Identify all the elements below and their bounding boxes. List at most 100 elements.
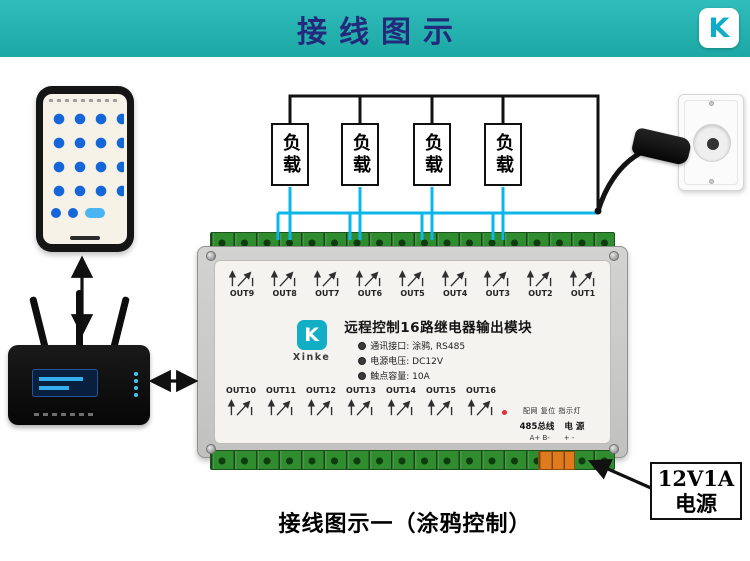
relay-contact-icon xyxy=(347,399,372,416)
live-wires xyxy=(288,94,600,211)
load-box: 负载 xyxy=(484,123,522,186)
output-label: OUT14 xyxy=(386,386,416,395)
relay-output: OUT1 xyxy=(562,266,604,313)
bus-pins: A+ B- xyxy=(529,434,550,442)
relay-contact-icon xyxy=(441,270,466,287)
relay-module: OUT9 OUT8 xyxy=(197,230,628,472)
relay-contact-icon xyxy=(483,270,509,287)
router-antenna-icon xyxy=(76,290,83,348)
toggle-icon xyxy=(85,208,105,218)
relay-output: OUT6 xyxy=(349,266,391,313)
relay-contact-icon xyxy=(270,270,296,287)
output-label: OUT2 xyxy=(528,289,553,298)
led-icon xyxy=(134,386,138,390)
router-leds xyxy=(134,372,138,397)
power-supply-line1: 12V1A xyxy=(657,466,735,491)
relay-contact-icon xyxy=(267,399,292,416)
module-logo: K Xinke xyxy=(293,320,330,363)
display-bar-icon xyxy=(39,386,69,390)
screw-icon xyxy=(206,444,216,454)
wire-junction xyxy=(594,207,602,215)
phone-statusbar xyxy=(49,99,121,102)
spec-bullet-icon xyxy=(358,341,367,350)
relay-output: OUT12 xyxy=(301,385,341,417)
led-icon xyxy=(134,372,138,376)
spec-line: 触点容量: 10A xyxy=(358,369,465,382)
output-label: OUT16 xyxy=(466,386,496,395)
app-button-icon xyxy=(51,208,61,218)
phone-app-button-grid xyxy=(48,107,124,205)
screw-icon xyxy=(709,101,714,106)
relay-contact-icon xyxy=(356,270,381,287)
socket-hole-icon xyxy=(707,138,719,150)
logo-letter: K xyxy=(304,324,319,346)
module-title: 远程控制16路继电器输出模块 xyxy=(344,320,533,336)
relay-output: OUT11 xyxy=(261,385,301,417)
load-box: 负载 xyxy=(271,123,309,186)
output-label: OUT4 xyxy=(442,289,468,298)
led-icon xyxy=(502,410,507,415)
relay-contact-icon xyxy=(569,270,594,287)
power-pins: + - xyxy=(563,434,575,442)
power-bus-connector xyxy=(538,451,575,470)
router-display xyxy=(32,369,98,397)
relay-contact-icon xyxy=(307,399,332,416)
module-top-relays: OUT9 OUT8 xyxy=(219,261,606,313)
output-label: OUT13 xyxy=(346,386,376,395)
output-label: OUT3 xyxy=(485,289,510,298)
spec-bullet-icon xyxy=(358,371,367,380)
relay-contact-icon xyxy=(228,270,253,287)
module-io-labels: 配网 复位 指示灯 485总线 电 源 A+ B- + - xyxy=(498,398,606,442)
relay-output: OUT15 xyxy=(421,385,461,417)
pin-labels: A+ B- + - xyxy=(498,434,606,442)
bus-power-labels: 485总线 电 源 xyxy=(498,420,606,432)
relay-contact-icon xyxy=(427,399,452,416)
output-label: OUT7 xyxy=(315,289,340,298)
terminal-strip-bottom xyxy=(210,450,615,470)
output-label: OUT6 xyxy=(357,289,383,298)
output-label: OUT10 xyxy=(226,386,256,395)
outlet-socket xyxy=(693,124,731,162)
app-button-icon xyxy=(68,208,78,218)
power-label: 电 源 xyxy=(564,422,585,432)
power-supply-box: 12V1A 电源 xyxy=(650,462,742,520)
relay-output: OUT14 xyxy=(381,385,421,417)
indicator-labels: 配网 复位 指示灯 xyxy=(523,407,581,415)
diagram-caption: 接线图示一（涂鸦控制） xyxy=(278,511,532,537)
led-icon xyxy=(134,379,138,383)
load-box: 负载 xyxy=(413,123,451,186)
relay-output: OUT4 xyxy=(434,266,476,313)
screw-icon xyxy=(206,251,216,261)
load-label: 负载 xyxy=(422,132,443,177)
spec-line: 通讯接口: 涂鸦, RS485 xyxy=(358,339,465,352)
spec-text: 通讯接口: 涂鸦, RS485 xyxy=(370,342,466,352)
relay-contact-icon xyxy=(227,399,252,416)
output-label: OUT12 xyxy=(306,386,336,395)
screw-icon xyxy=(609,444,619,454)
power-supply-line2: 电源 xyxy=(675,491,717,516)
relay-output: OUT3 xyxy=(477,266,519,313)
relay-output: OUT10 xyxy=(221,385,261,417)
relay-contact-icon xyxy=(387,399,412,416)
output-label: OUT8 xyxy=(272,289,297,298)
router-label-strip xyxy=(34,413,96,416)
spec-text: 触点容量: 10A xyxy=(370,372,430,382)
spec-line: 电源电压: DC12V xyxy=(358,354,465,367)
xinke-logo-square: K xyxy=(296,320,327,350)
output-label: OUT15 xyxy=(426,386,456,395)
phone-app-row xyxy=(51,208,105,218)
relay-output: OUT7 xyxy=(306,266,348,313)
module-info-band: K Xinke 远程控制16路继电器输出模块 通讯接口: 涂鸦, RS485 xyxy=(219,313,606,383)
relay-output: OUT13 xyxy=(341,385,381,417)
plug-cord xyxy=(595,148,647,214)
output-label: OUT5 xyxy=(400,289,425,298)
brand-name: Xinke xyxy=(292,352,331,363)
relay-output: OUT8 xyxy=(264,266,306,313)
load-box: 负载 xyxy=(341,123,379,186)
spec-text: 电源电压: DC12V xyxy=(370,357,443,367)
wifi-router xyxy=(8,345,150,425)
load-label: 负载 xyxy=(493,132,514,177)
relay-output: OUT9 xyxy=(221,266,263,313)
screw-icon xyxy=(609,251,619,261)
